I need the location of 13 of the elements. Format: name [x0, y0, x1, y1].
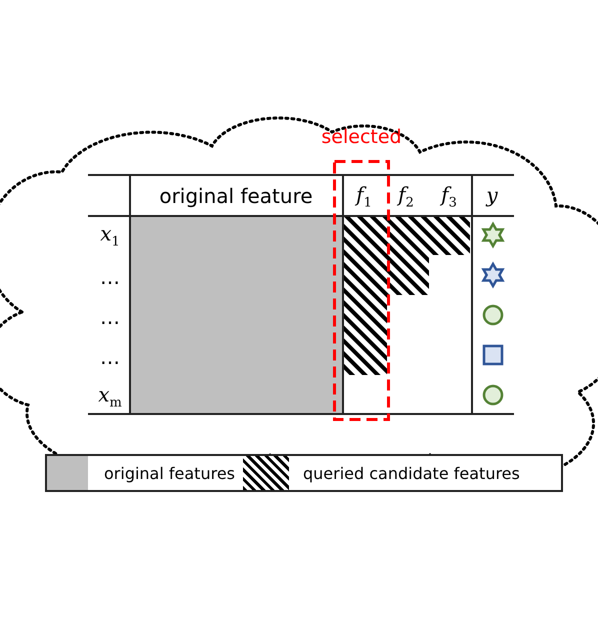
column-header: f$_{1}$ [356, 184, 372, 210]
selection-label: selected [321, 126, 402, 148]
row-label: x$_{m}$ [98, 384, 122, 410]
column-header: original feature [159, 186, 313, 206]
row-label: … [100, 307, 120, 327]
column-header: f$_{3}$ [441, 184, 457, 210]
row-label: … [100, 347, 120, 367]
row-label: … [100, 267, 120, 287]
legend-label: queried candidate features [302, 464, 521, 482]
row-label: x$_{1}$ [100, 224, 120, 248]
column-header: y [486, 185, 498, 205]
legend-label: original features [103, 464, 236, 482]
column-header: f$_{2}$ [398, 184, 414, 210]
